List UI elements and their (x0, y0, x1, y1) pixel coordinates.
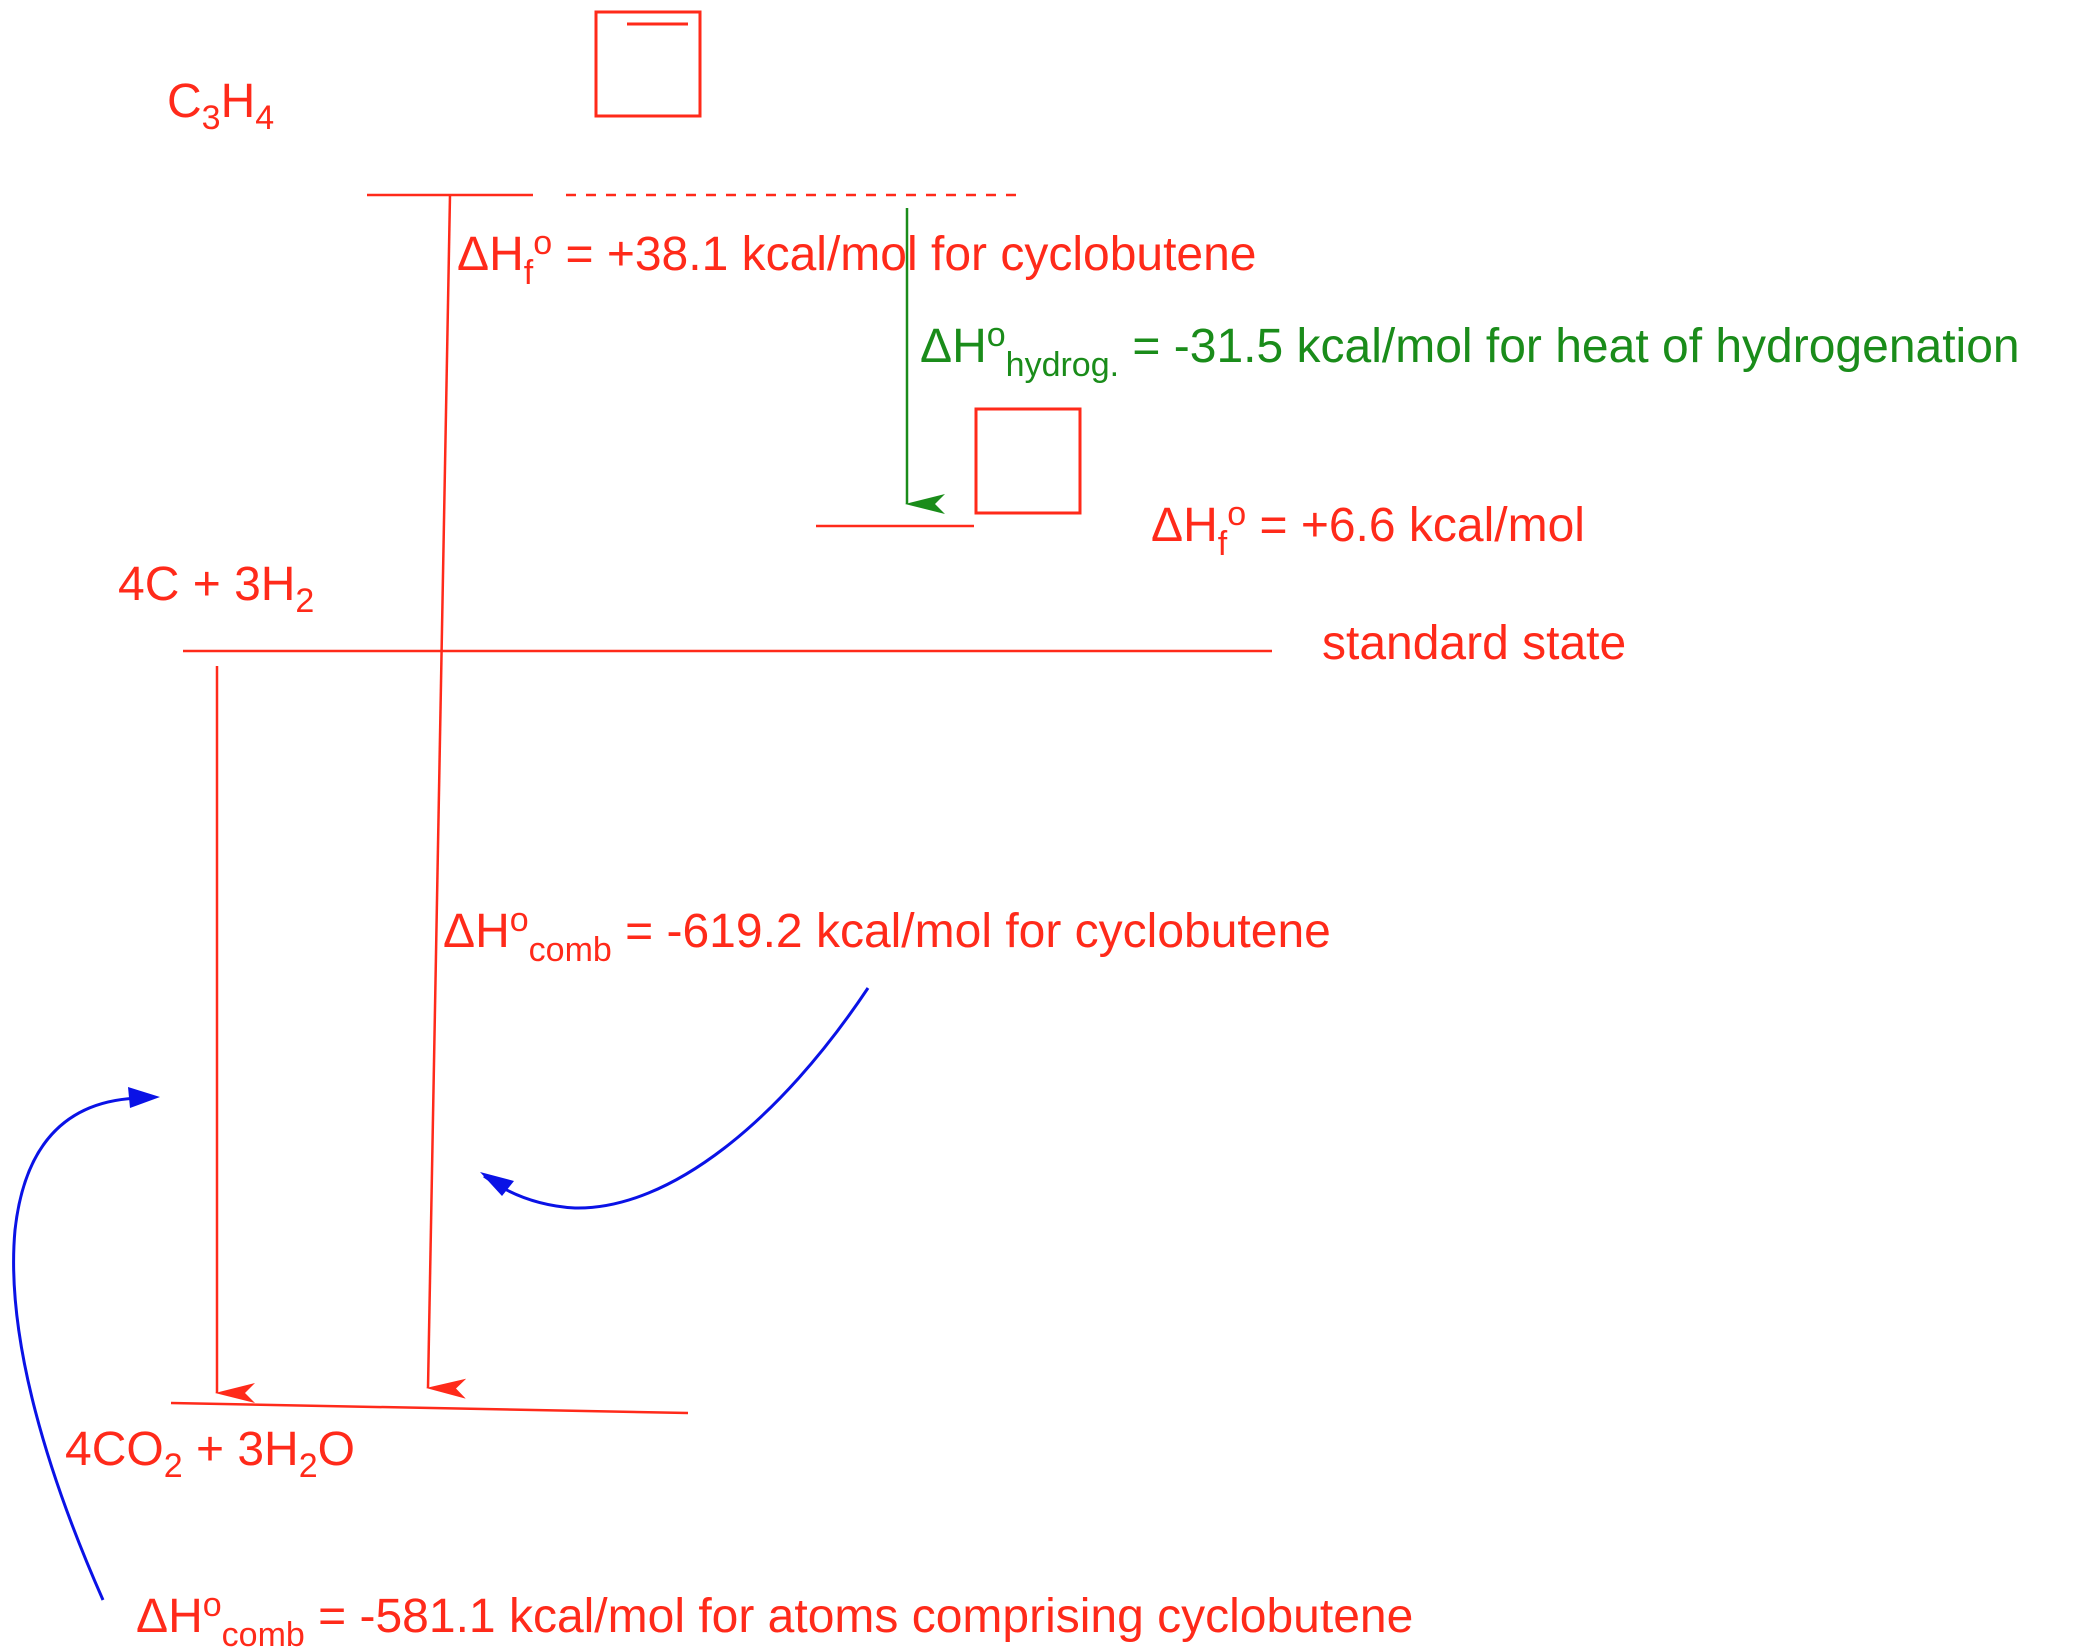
dh-comb-atoms-label: ΔHocomb = -581.1 kcal/mol for atoms comp… (136, 1586, 1413, 1649)
dh-comb-cyclobutene-label: ΔHocomb = -619.2 kcal/mol for cyclobuten… (443, 901, 1331, 969)
pointer-arrowhead-atoms (128, 1087, 160, 1108)
dhf-cyclobutane-label: ΔHfo = +6.6 kcal/mol (1151, 495, 1585, 563)
pointer-arrow-to-atoms-comb (12, 1096, 141, 1601)
cyclobutane-structure (974, 407, 1082, 515)
cyclobutene-structure (594, 10, 702, 118)
products-energy-level (170, 1401, 689, 1415)
elements-label: 4C + 3H2 (118, 558, 314, 620)
c3h4-label: C3H4 (167, 75, 274, 137)
pointer-arrow-to-cyclobutene-comb (483, 987, 870, 1210)
comb-cyclobutene-arrow (426, 194, 467, 1399)
pointer-arrowhead-cyclobutene (480, 1172, 514, 1196)
dhf-cyclobutene-label: ΔHfo = +38.1 kcal/mol for cyclobutene (457, 224, 1257, 292)
products-label: 4CO2 + 3H2O (65, 1423, 355, 1485)
dh-hydrog-label: ΔHohydrog. = -31.5 kcal/mol for heat of … (920, 316, 2020, 384)
standard-state-label: standard state (1322, 617, 1626, 670)
